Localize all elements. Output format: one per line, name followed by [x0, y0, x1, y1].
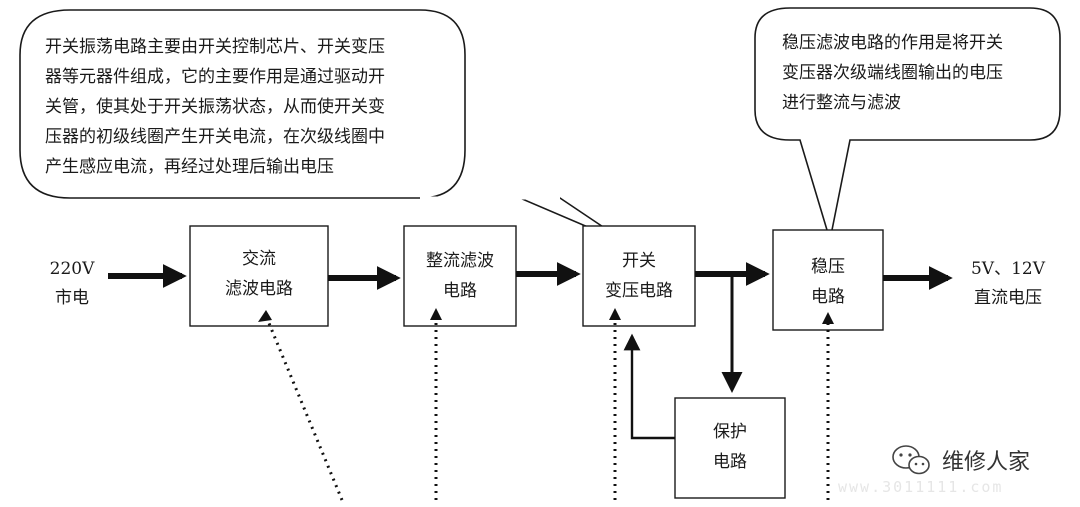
protection-line1: 保护	[713, 422, 747, 442]
watermark-url: www.3011111.com	[838, 478, 1004, 496]
output-label: 5V、12V 直流电压	[958, 255, 1058, 313]
right-callout-line: 稳压滤波电路的作用是将开关	[782, 33, 1003, 53]
rectifier-line2: 电路	[443, 281, 477, 301]
switch-transformer-line1: 开关	[622, 251, 656, 271]
dotted-pointer-ac-filter	[264, 315, 344, 501]
switch-transformer-label: 开关 变压电路	[583, 246, 695, 306]
watermark-text: 维修人家	[942, 450, 1031, 475]
ac-filter-block	[189, 225, 329, 327]
left-callout-bubble	[19, 9, 631, 246]
ac-filter-line1: 交流	[242, 249, 276, 269]
ac-filter-label: 交流 滤波电路	[190, 244, 328, 304]
output-voltage: 5V、12V	[970, 259, 1045, 279]
input-label: 220V 市电	[40, 255, 104, 313]
protection-block	[674, 397, 786, 499]
right-callout-text: 稳压滤波电路的作用是将开关 变压器次级端线圈输出的电压 进行整流与滤波	[782, 28, 1052, 118]
ac-filter-line2: 滤波电路	[225, 279, 293, 299]
rectifier-block	[403, 225, 517, 327]
wechat-icon	[892, 445, 930, 475]
regulator-line1: 稳压	[811, 257, 845, 277]
protection-feedback-line	[623, 333, 675, 440]
rectifier-label: 整流滤波 电路	[404, 246, 516, 306]
left-callout-line: 器等元器件组成，它的主要作用是通过驱动开	[45, 67, 385, 87]
input-voltage: 220V	[49, 259, 95, 279]
protection-line2: 电路	[713, 452, 747, 472]
regulator-label: 稳压 电路	[773, 252, 883, 312]
protection-label: 保护 电路	[675, 417, 785, 477]
right-callout-line: 进行整流与滤波	[782, 93, 901, 113]
regulator-line2: 电路	[811, 287, 845, 307]
left-callout-line: 开关振荡电路主要由开关控制芯片、开关变压	[45, 37, 385, 57]
output-type: 直流电压	[974, 288, 1042, 308]
switch-transformer-line2: 变压电路	[605, 281, 673, 301]
rectifier-line1: 整流滤波	[426, 251, 494, 271]
left-callout-line: 关管，使其处于开关振荡状态，从而使开关变	[45, 97, 385, 117]
input-source: 市电	[55, 288, 89, 308]
right-callout-line: 变压器次级端线圈输出的电压	[782, 63, 1003, 83]
left-callout-line: 产生感应电流，再经过处理后输出电压	[45, 157, 334, 177]
right-callout-bubble	[754, 7, 1061, 241]
left-callout-line: 压器的初级线圈产生开关电流，在次级线圈中	[45, 127, 385, 147]
left-callout-text: 开关振荡电路主要由开关控制芯片、开关变压 器等元器件组成，它的主要作用是通过驱动…	[45, 32, 455, 182]
watermark: 维修人家	[942, 444, 1030, 476]
